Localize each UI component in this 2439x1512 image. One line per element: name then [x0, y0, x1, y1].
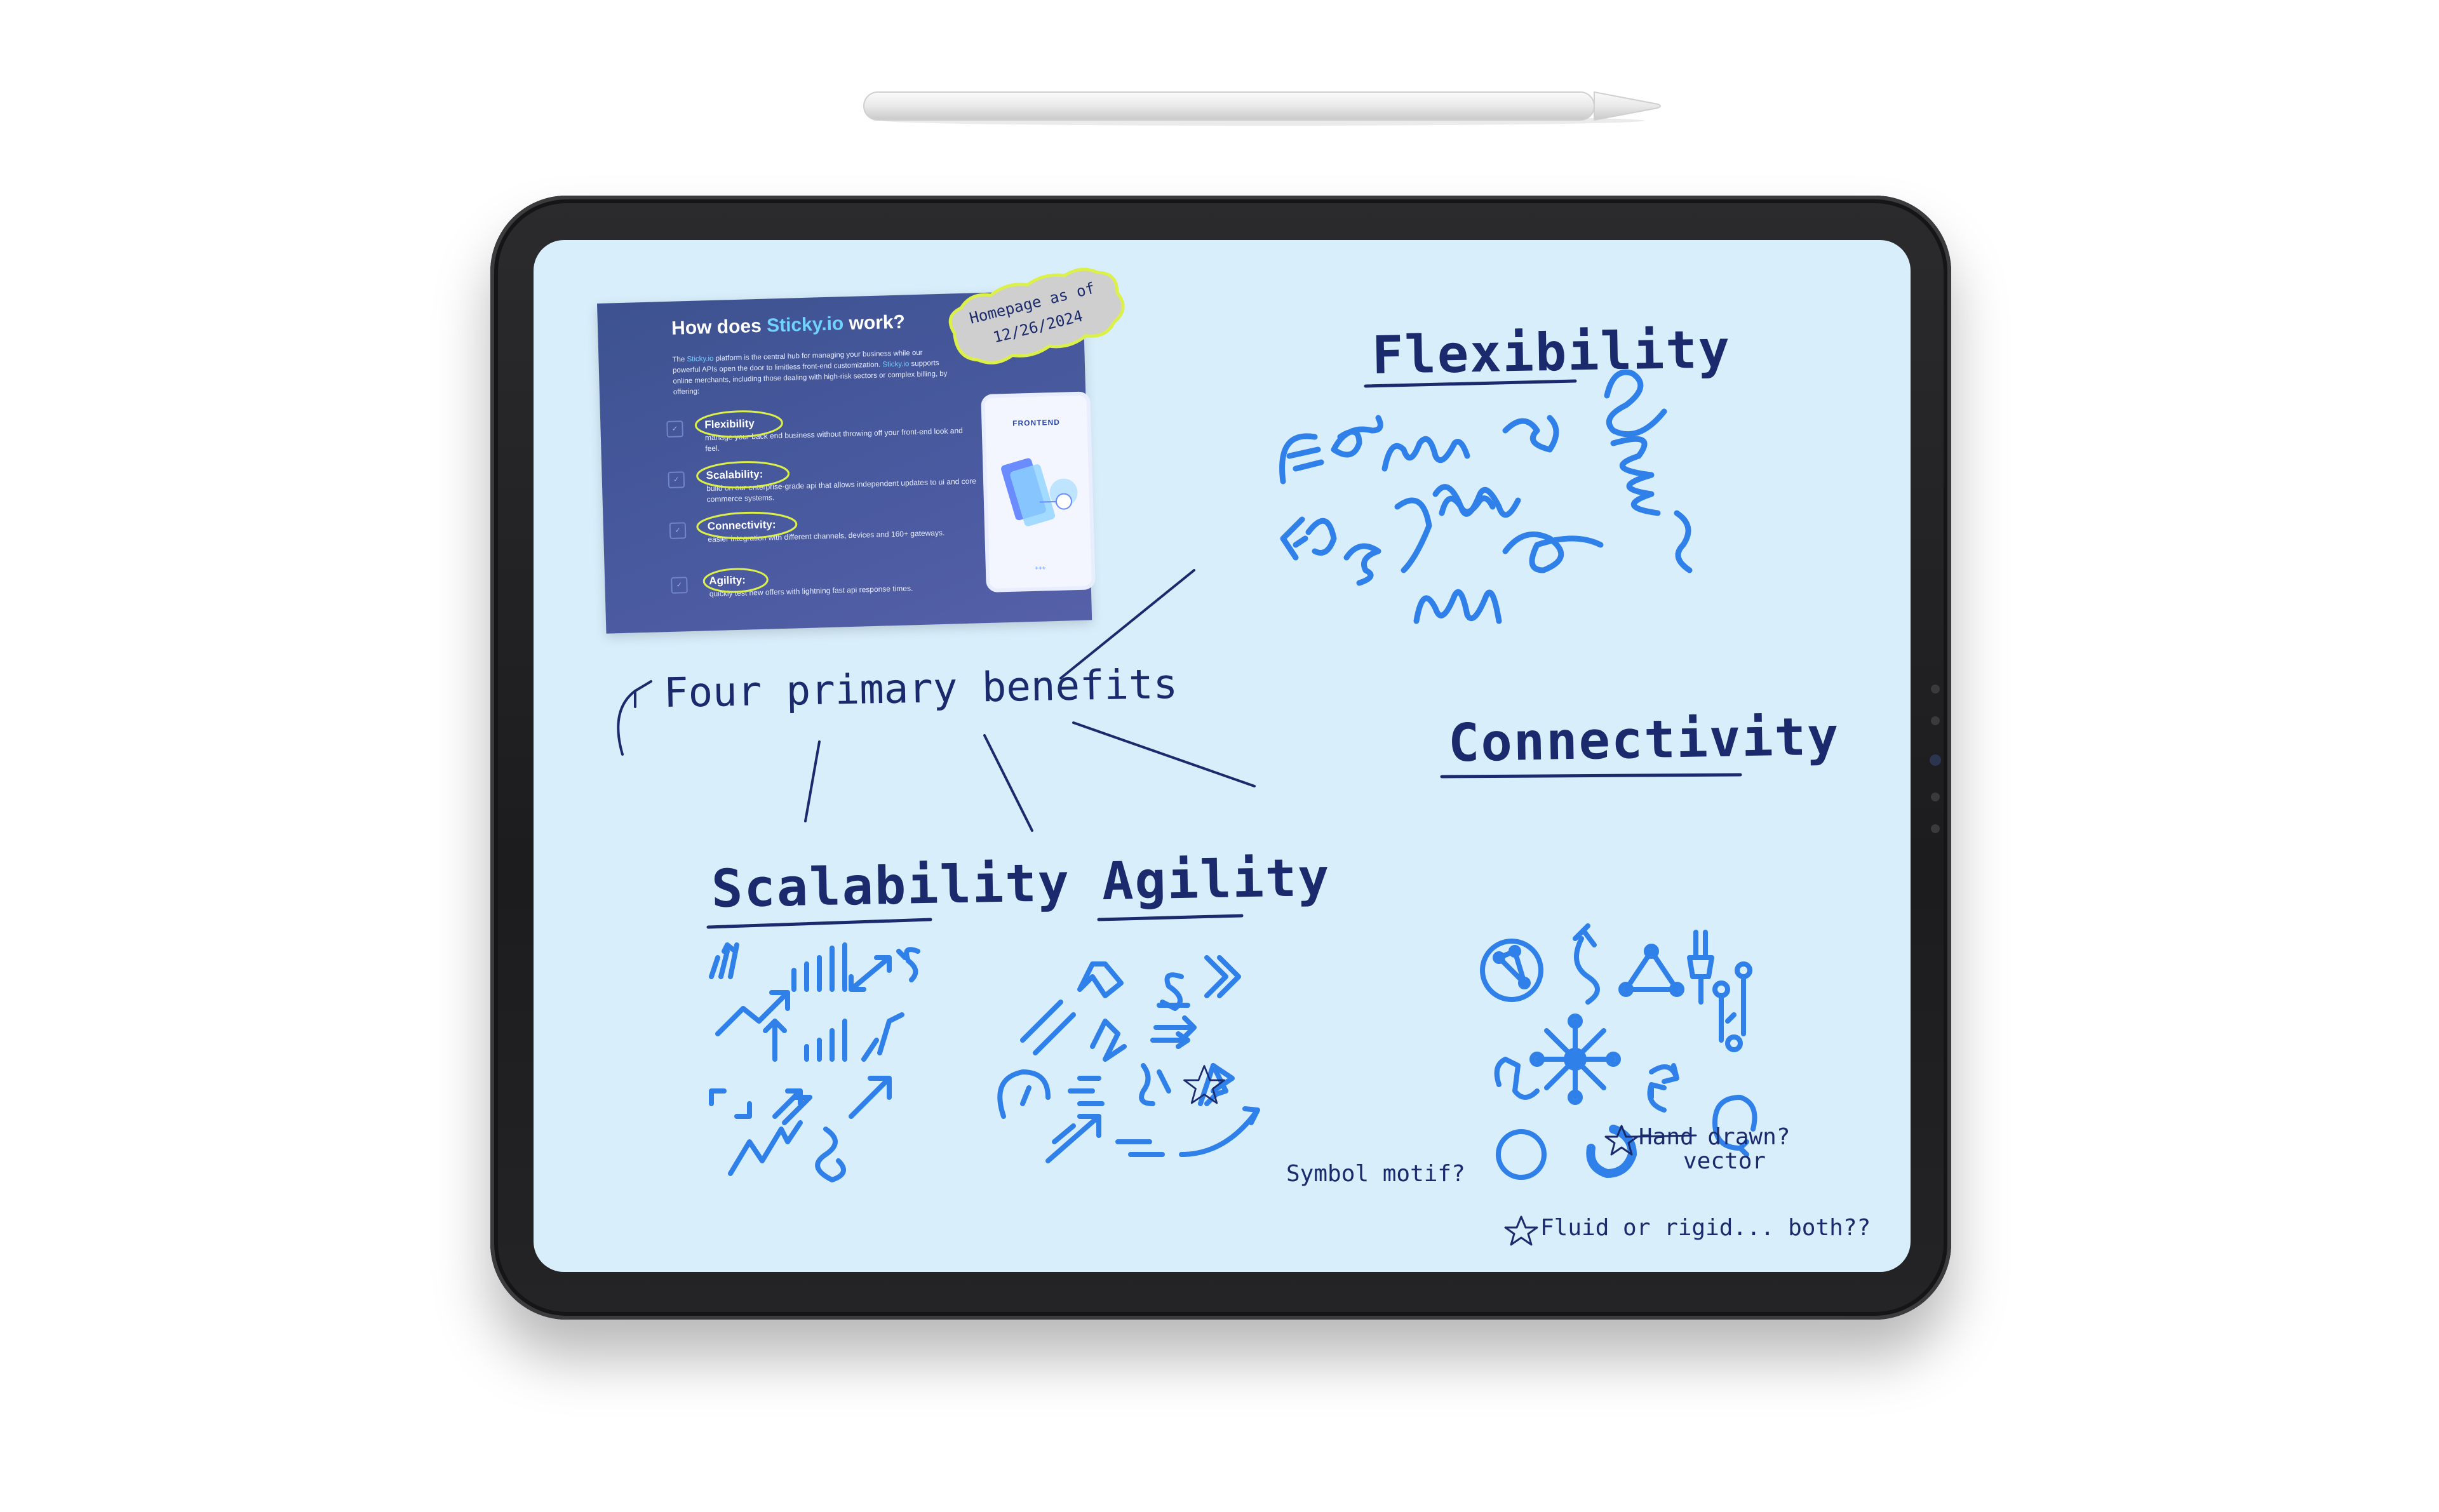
highlight-marks	[694, 410, 798, 593]
camera-icon	[1930, 754, 1941, 766]
heading-connectivity: Connectivity	[1448, 706, 1841, 774]
date-sticker: Homepage as of 12/26/2024	[933, 253, 1138, 380]
agility-doodles	[997, 955, 1260, 1163]
note-symbol-motif: Symbol motif?	[1286, 1161, 1465, 1187]
connectivity-doodles	[1480, 923, 1757, 1180]
heading-scalability: Scalability	[711, 853, 1071, 920]
connector-lines	[617, 569, 1256, 832]
heading-flexibility: Flexibility	[1371, 319, 1731, 386]
device-graphic-icon	[1001, 458, 1078, 526]
side-button	[1931, 793, 1940, 801]
side-button	[1931, 824, 1940, 833]
sketch-layer	[617, 369, 1757, 1246]
note-marks	[1183, 1065, 1697, 1246]
note-fluid-rigid: Fluid or rigid... both??	[1540, 1215, 1871, 1241]
side-button	[1931, 716, 1940, 725]
side-button	[1931, 685, 1940, 693]
scalability-doodles	[709, 942, 920, 1182]
frontend-device-illustration: FRONTEND +++	[981, 391, 1096, 593]
tablet-frame: How does Sticky.io work? The Sticky.io p…	[490, 196, 1951, 1320]
sketch-canvas[interactable]: How does Sticky.io work? The Sticky.io p…	[534, 240, 1911, 1272]
center-label: Four primary benefits	[663, 660, 1178, 718]
stylus-pencil	[863, 91, 1661, 126]
note-hand-drawn: Hand drawn?	[1639, 1124, 1791, 1150]
note-vector: vector	[1683, 1148, 1766, 1174]
sticker-shape	[948, 267, 1125, 365]
heading-agility: Agility	[1101, 847, 1331, 913]
website-screenshot-card: How does Sticky.io work? The Sticky.io p…	[597, 290, 1096, 634]
flexibility-doodles	[1279, 369, 1693, 624]
